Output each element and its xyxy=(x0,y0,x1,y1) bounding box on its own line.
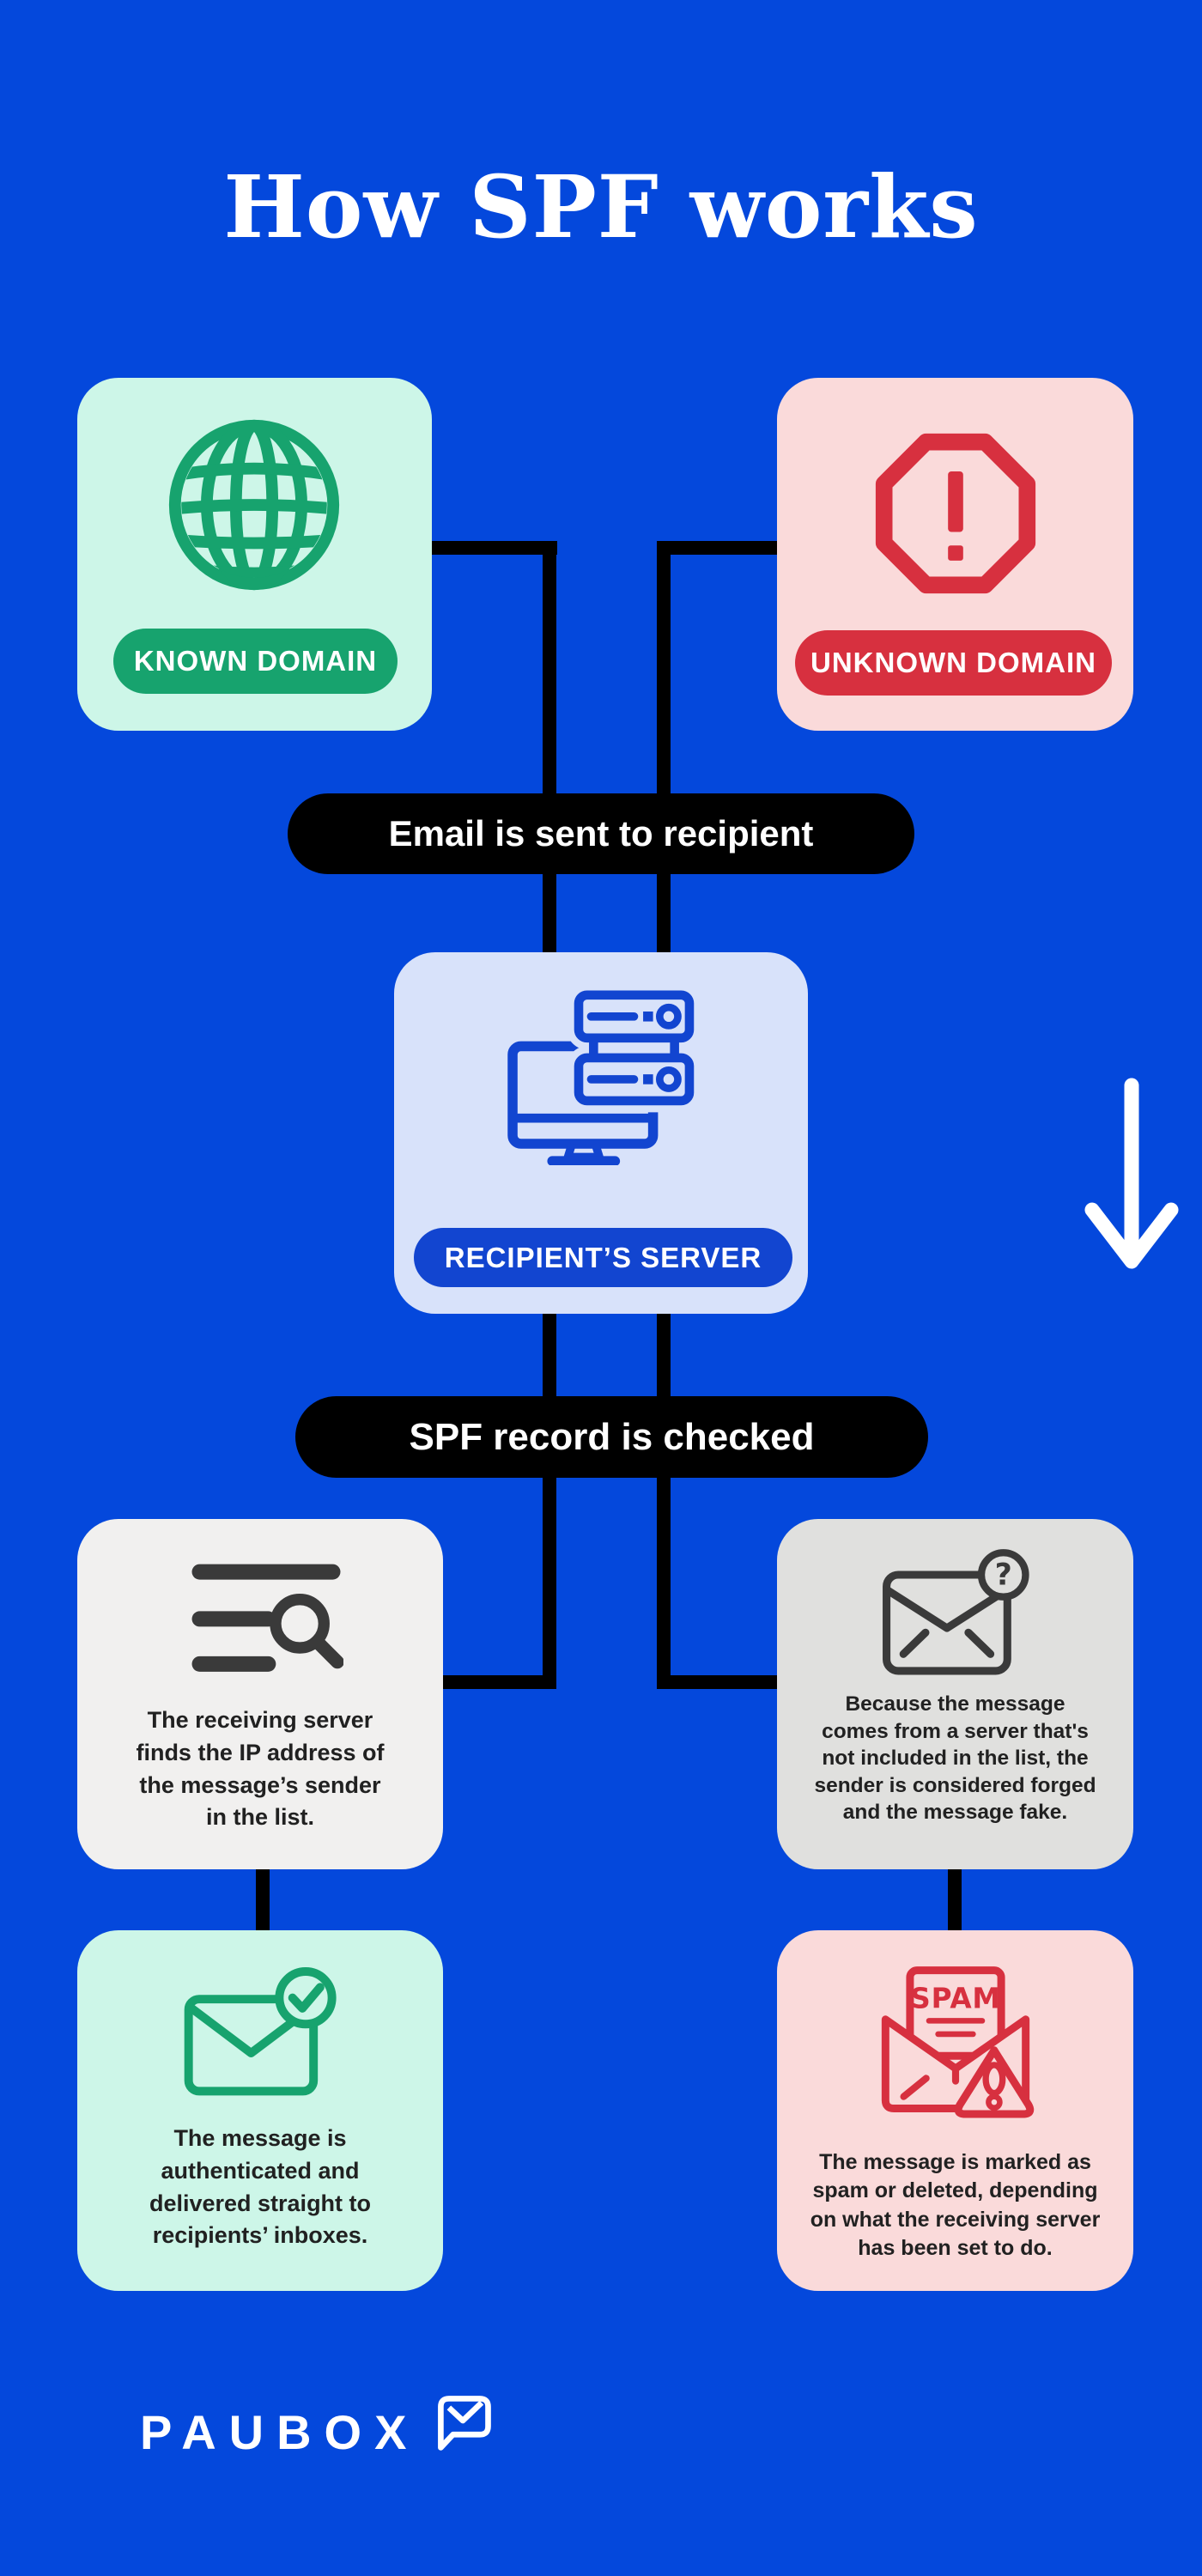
connector-right-short-vertical xyxy=(948,1868,962,1932)
connector-top-right-horizontal xyxy=(657,541,777,555)
delivered-card-text: The message is authenticated and deliver… xyxy=(149,2125,372,2249)
globe-icon xyxy=(163,414,345,600)
spf-check-pill: SPF record is checked xyxy=(295,1396,928,1478)
connector-right-elbow-horizontal xyxy=(657,1675,779,1689)
lookup-card-text: The receiving server finds the IP addres… xyxy=(136,1707,385,1831)
connector-right-vertical-lower xyxy=(657,1312,671,1689)
forged-card: ? Because the message comes from a serve… xyxy=(777,1519,1133,1869)
page-title: How SPF works xyxy=(223,156,979,258)
connector-top-left-horizontal xyxy=(432,541,557,555)
connector-right-vertical-upper xyxy=(657,541,671,953)
list-search-icon xyxy=(189,1558,344,1683)
server-monitor-icon xyxy=(506,983,701,1170)
question-glyph: ? xyxy=(995,1558,1012,1592)
connector-left-short-vertical xyxy=(256,1868,270,1932)
known-domain-badge: KNOWN DOMAIN xyxy=(113,629,398,694)
unknown-domain-card: UNKNOWN DOMAIN xyxy=(777,378,1133,731)
envelope-check-icon xyxy=(182,1966,337,2105)
spam-label: SPAM xyxy=(910,1983,1001,2015)
lookup-card: The receiving server finds the IP addres… xyxy=(77,1519,443,1869)
recipients-server-card: RECIPIENT’S SERVER xyxy=(394,952,808,1314)
paubox-logo-text: PAUBOX xyxy=(140,2405,420,2459)
spam-warning-envelope-icon: SPAM xyxy=(871,1959,1040,2136)
unknown-domain-badge: UNKNOWN DOMAIN xyxy=(795,630,1112,696)
spam-card: SPAM The message is marked as spam or de… xyxy=(777,1930,1133,2291)
delivered-card: The message is authenticated and deliver… xyxy=(77,1930,443,2291)
connector-left-vertical-lower xyxy=(543,1312,556,1689)
spam-card-text: The message is marked as spam or deleted… xyxy=(810,2150,1101,2260)
envelope-question-icon: ? xyxy=(880,1545,1029,1686)
known-domain-card: KNOWN DOMAIN xyxy=(77,378,432,731)
email-sent-pill: Email is sent to recipient xyxy=(288,793,914,874)
paubox-message-bubble-icon xyxy=(431,2392,496,2457)
recipients-server-badge: RECIPIENT’S SERVER xyxy=(414,1228,792,1287)
connector-left-vertical-upper xyxy=(543,541,556,953)
down-arrow-icon xyxy=(1084,1077,1180,1279)
forged-card-text: Because the message comes from a server … xyxy=(814,1692,1096,1825)
alert-octagon-icon xyxy=(871,429,1040,602)
connector-left-elbow-horizontal xyxy=(441,1675,556,1689)
